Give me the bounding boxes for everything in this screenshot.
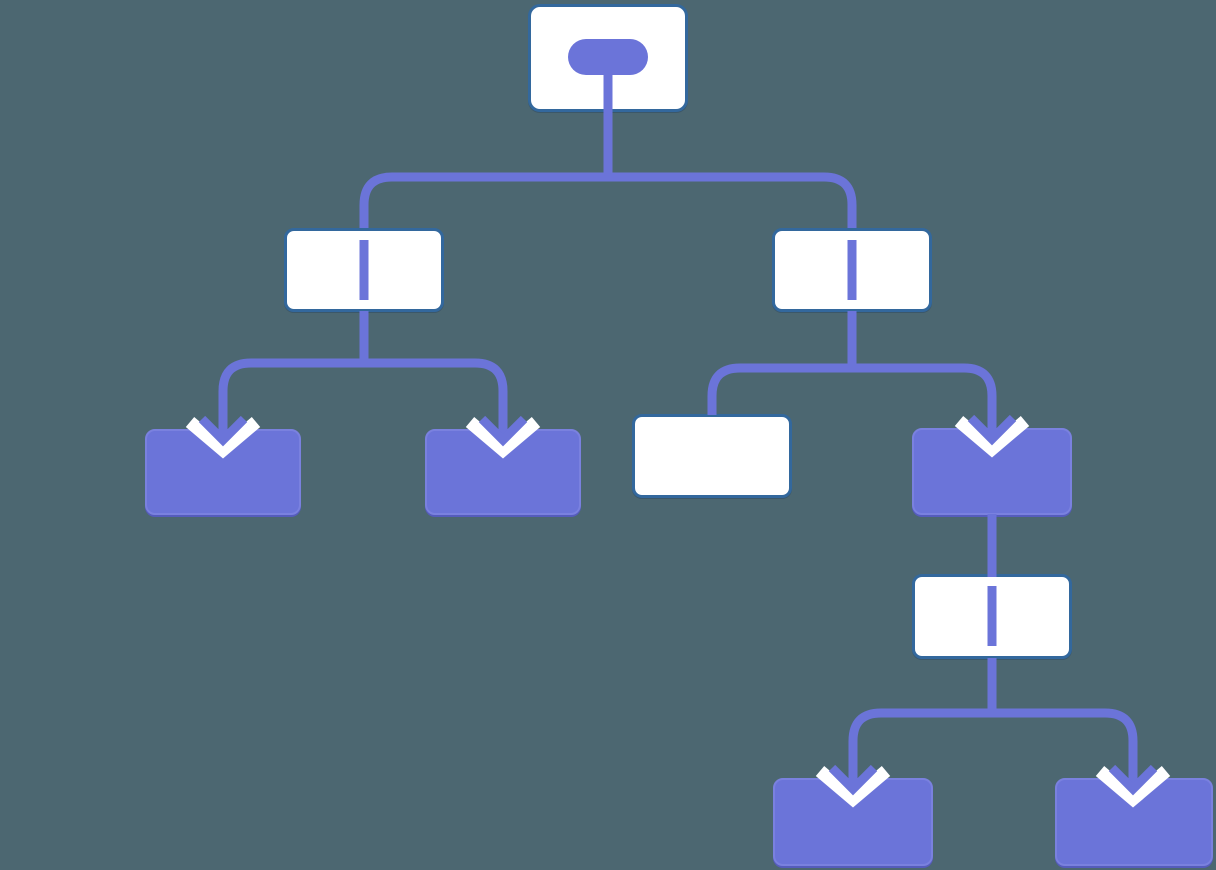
action-node-3[interactable] [912,428,1072,515]
action-node-2[interactable] [425,429,581,515]
connector-edge [359,172,857,228]
action-node-5[interactable] [1055,778,1213,866]
decision-node-right[interactable] [772,228,932,312]
decision-node-left[interactable] [284,228,444,312]
decision-node-bottom[interactable] [912,574,1072,659]
action-node-1[interactable] [145,429,301,515]
connector-edge [218,358,508,427]
empty-node[interactable] [632,414,792,498]
connector-edge [848,708,1138,776]
action-node-4[interactable] [773,778,933,866]
root-node[interactable] [528,4,688,112]
subtree-pill-icon [568,39,648,75]
